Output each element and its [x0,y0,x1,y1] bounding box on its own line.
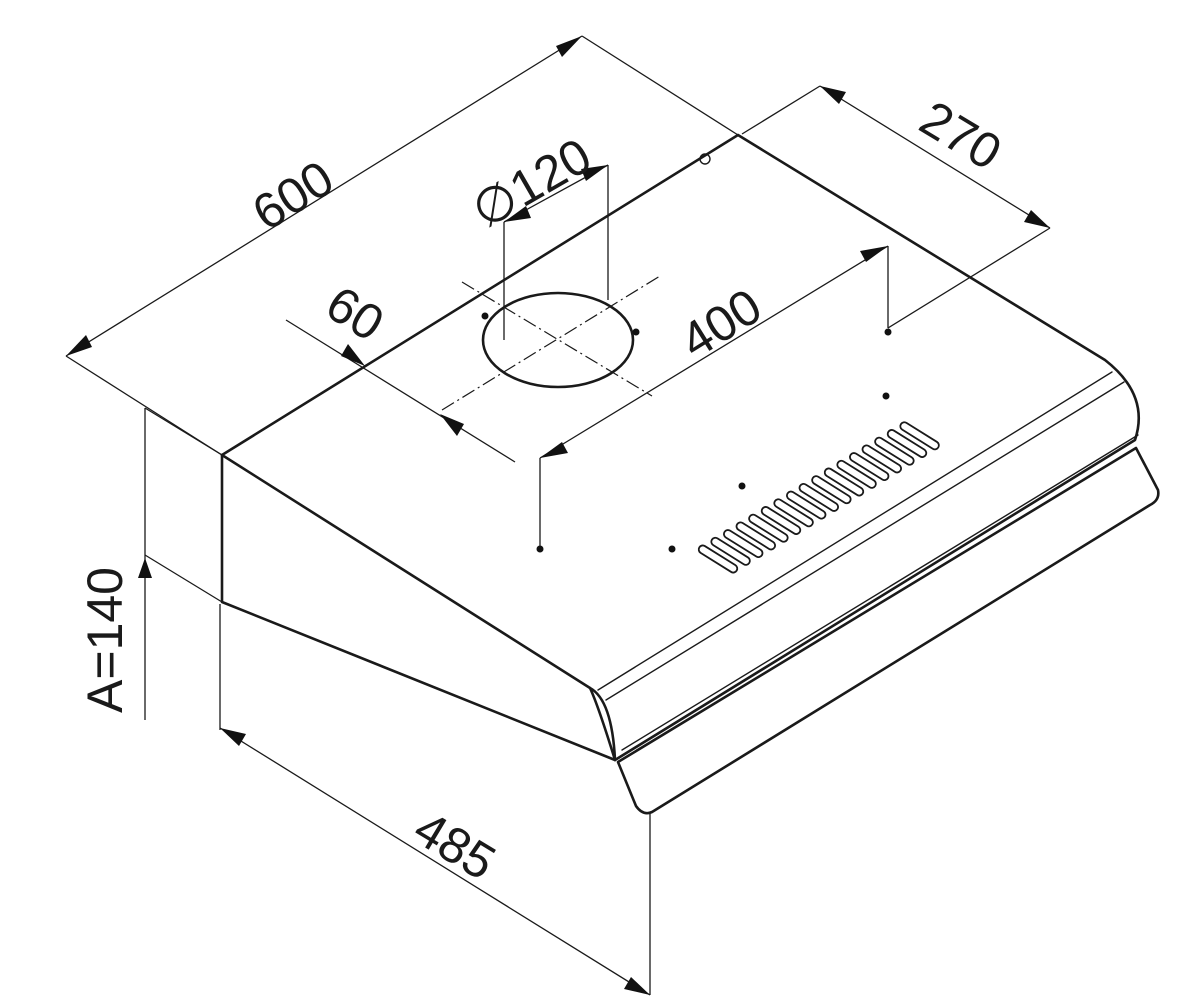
vent-slot [886,429,928,458]
dim-outlet-offset: 60 [285,275,516,463]
vent-slot [760,506,802,535]
hood-front-edge-upper [605,381,1125,701]
dim-mount-spacing-label: 400 [671,278,771,370]
vent-slot [849,452,890,482]
vent-slot [836,459,877,489]
dim-rear-offset: 270 [741,85,1051,329]
dim-width-label: 600 [243,150,343,242]
vent-slot [748,513,789,543]
hood-left-face [220,453,617,762]
vent-slot [874,436,915,466]
dim-outlet-diameter: ∅120 [463,127,609,340]
dim-depth: 485 [219,604,651,996]
dim-width-arrow-right [556,36,582,57]
hood-front-lip-inner [597,371,1113,691]
dim-outlet-offset-label: 60 [317,275,394,352]
vent-slot [823,467,865,497]
vent-slot [735,521,776,551]
vent-slot [786,490,827,520]
dim-outlet-diameter-label: ∅120 [463,127,601,239]
mounting-holes [536,328,892,553]
mount-hole-a [668,545,676,553]
dim-mount-spacing: 400 [539,245,889,546]
outlet-centerline-a [461,281,653,397]
mount-hole-b [738,482,746,490]
outlet-screw-hole-right [632,328,640,336]
hood-top-surface [220,133,1140,762]
rear-knob [699,153,711,165]
mount-hole-rear [884,328,892,336]
dim-width-arrow-left [66,335,92,356]
vent-slot [798,482,839,512]
outlet-centerline-b [441,275,661,411]
dim-height: A=140 [77,407,223,720]
vent-slot [773,498,814,528]
hood-visor [616,446,1160,815]
hood-front-lip [588,686,617,762]
vent-slot [861,444,902,474]
dim-depth-label: 485 [405,800,505,891]
outlet-screw-hole-left [481,312,489,320]
dim-rear-offset-label: 270 [911,90,1011,181]
mount-hole-front [536,545,544,553]
mount-hole-c [882,392,890,400]
vent-slot [697,544,739,574]
vent-slot [710,536,751,566]
vent-slot [723,529,764,559]
vent-slots [697,421,940,574]
dim-height-label: A=140 [77,567,133,713]
outlet [441,275,661,411]
hood-body [220,133,1160,815]
hood-front-edge-lower [621,434,1139,751]
vent-slot [811,475,852,505]
outlet-circle [481,291,635,389]
vent-slot [899,421,940,451]
